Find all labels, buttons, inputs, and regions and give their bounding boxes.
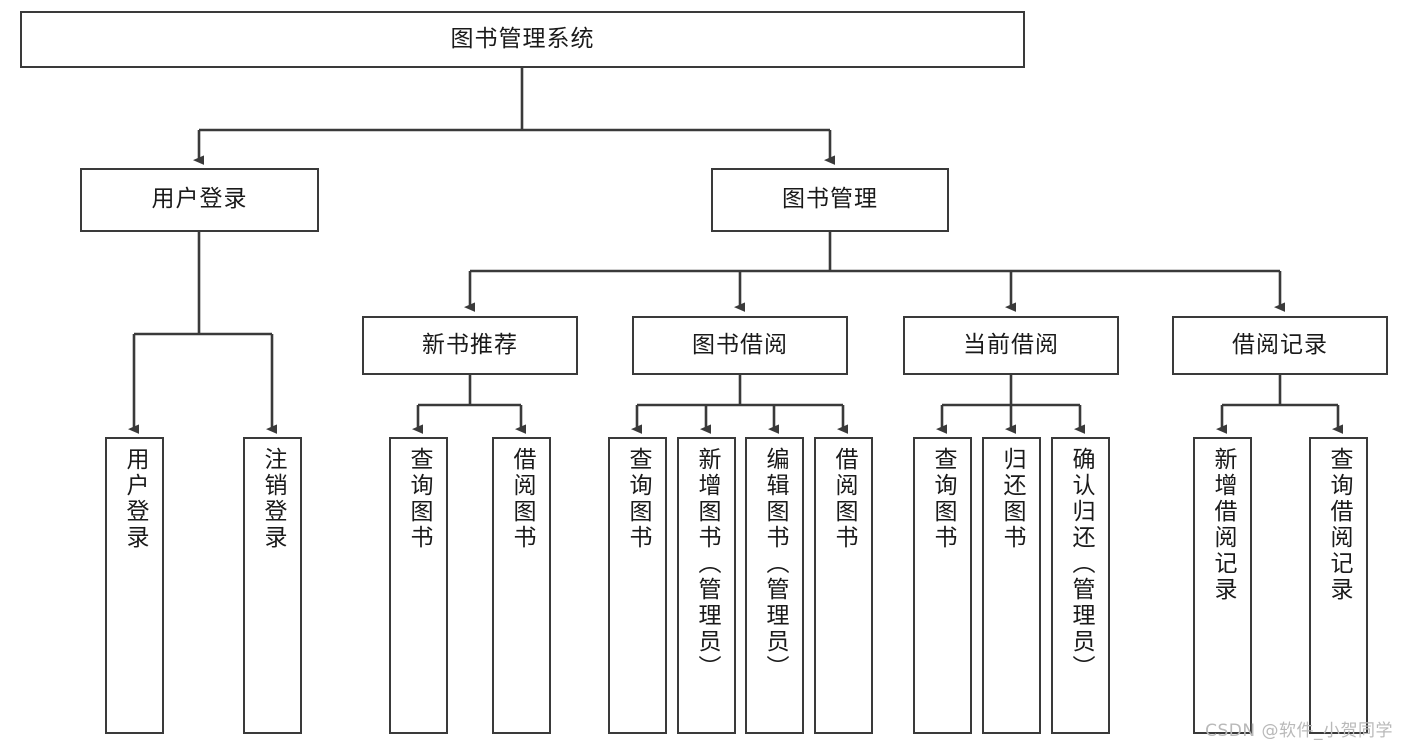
leaf-add-borrow-record-label: 新增借阅记录 [1210,447,1236,603]
leaf-confirm-return-admin[interactable]: 确认归还（管理员） [1051,437,1110,734]
leaf-borrow-book-recommend-label: 借阅图书 [509,447,535,551]
leaf-return-book-label: 归还图书 [999,447,1025,551]
leaf-query-book[interactable]: 查询图书 [608,437,667,734]
node-root[interactable]: 图书管理系统 [20,11,1025,68]
csdn-watermark: CSDN @软件_小贺同学 [1205,721,1393,741]
node-new-book-recommend-label: 新书推荐 [422,331,518,358]
leaf-query-book-current[interactable]: 查询图书 [913,437,972,734]
leaf-add-book-admin[interactable]: 新增图书（管理员） [677,437,736,734]
leaf-query-borrow-record[interactable]: 查询借阅记录 [1309,437,1368,734]
leaf-user-login-label: 用户登录 [122,447,148,551]
leaf-query-book-recommend[interactable]: 查询图书 [389,437,448,734]
leaf-add-borrow-record[interactable]: 新增借阅记录 [1193,437,1252,734]
leaf-logout[interactable]: 注销登录 [243,437,302,734]
leaf-query-book-current-label: 查询图书 [930,447,956,551]
node-user-login-label: 用户登录 [151,186,248,213]
node-book-management[interactable]: 图书管理 [711,168,949,232]
node-current-borrow-label: 当前借阅 [963,331,1059,358]
node-book-borrow-label: 图书借阅 [692,331,788,358]
leaf-borrow-book-recommend[interactable]: 借阅图书 [492,437,551,734]
node-new-book-recommend[interactable]: 新书推荐 [362,316,578,375]
leaf-query-borrow-record-label: 查询借阅记录 [1326,447,1352,603]
leaf-confirm-return-admin-label: 确认归还（管理员） [1068,447,1094,681]
leaf-query-book-recommend-label: 查询图书 [406,447,432,551]
leaf-edit-book-admin[interactable]: 编辑图书（管理员） [745,437,804,734]
leaf-add-book-admin-label: 新增图书（管理员） [694,447,720,681]
leaf-borrow-book-label: 借阅图书 [831,447,857,551]
leaf-query-book-label: 查询图书 [625,447,651,551]
node-book-management-label: 图书管理 [782,186,878,213]
node-user-login[interactable]: 用户登录 [80,168,319,232]
node-borrow-record[interactable]: 借阅记录 [1172,316,1388,375]
leaf-user-login[interactable]: 用户登录 [105,437,164,734]
leaf-logout-label: 注销登录 [260,447,286,551]
leaf-edit-book-admin-label: 编辑图书（管理员） [762,447,788,681]
leaf-return-book[interactable]: 归还图书 [982,437,1041,734]
node-borrow-record-label: 借阅记录 [1232,331,1328,358]
node-book-borrow[interactable]: 图书借阅 [632,316,848,375]
leaf-borrow-book[interactable]: 借阅图书 [814,437,873,734]
node-root-label: 图书管理系统 [450,25,595,52]
node-current-borrow[interactable]: 当前借阅 [903,316,1119,375]
